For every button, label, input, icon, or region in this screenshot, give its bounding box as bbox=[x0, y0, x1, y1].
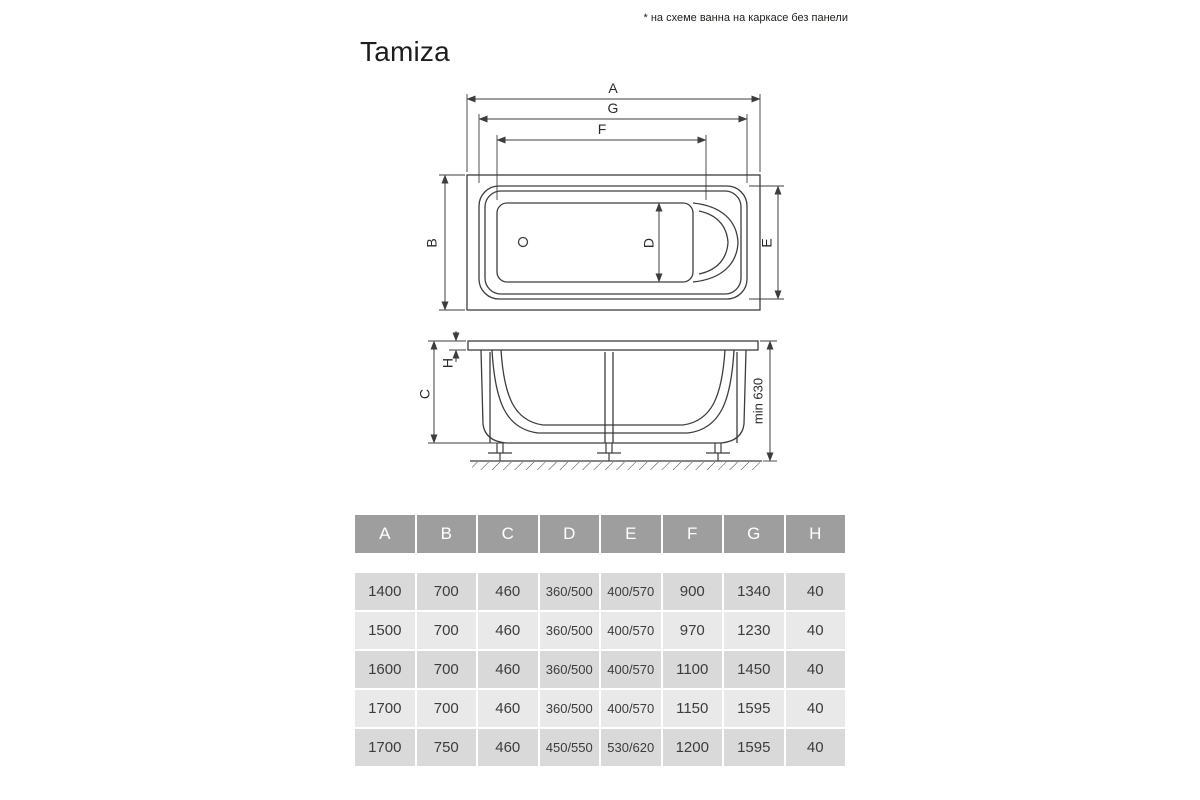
table-cell: 460 bbox=[478, 690, 538, 727]
table-cell: 700 bbox=[416, 651, 476, 688]
table-header-cell: C bbox=[478, 515, 538, 553]
table-header-cell: A bbox=[355, 515, 415, 553]
table-cell: 400/570 bbox=[601, 690, 661, 727]
table-header-cell: D bbox=[539, 515, 599, 553]
table-cell: 450/550 bbox=[539, 729, 599, 766]
table-header-cell: B bbox=[416, 515, 476, 553]
table-cell: 40 bbox=[785, 729, 845, 766]
dim-label-min-height: min 630 bbox=[750, 378, 765, 424]
table-header-cell: F bbox=[662, 515, 722, 553]
table-cell: 400/570 bbox=[601, 651, 661, 688]
side-view-labels: H C min 630 bbox=[417, 358, 766, 424]
rim-profile bbox=[467, 340, 759, 351]
table-cell: 1700 bbox=[355, 729, 415, 766]
drain-hole bbox=[517, 236, 529, 248]
dim-label-e: E bbox=[759, 238, 775, 247]
footnote: * на схеме ванна на каркасе без панели bbox=[643, 12, 848, 24]
dim-label-h: H bbox=[440, 358, 456, 368]
table-cell: 1400 bbox=[355, 573, 415, 610]
table-cell: 1340 bbox=[724, 573, 784, 610]
table-cell: 1450 bbox=[724, 651, 784, 688]
dim-label-g: G bbox=[608, 100, 619, 116]
table-cell: 700 bbox=[416, 690, 476, 727]
table-cell: 360/500 bbox=[539, 573, 599, 610]
bath-edge-inner bbox=[484, 190, 742, 295]
side-view-dimensions bbox=[428, 331, 777, 462]
dim-label-b: B bbox=[424, 238, 440, 247]
table-cell: 460 bbox=[478, 729, 538, 766]
table-cell: 360/500 bbox=[539, 612, 599, 649]
ground bbox=[470, 460, 762, 470]
dim-label-d: D bbox=[641, 238, 657, 248]
table-cell: 1595 bbox=[724, 729, 784, 766]
bath-edge-outline bbox=[478, 185, 748, 300]
table-cell: 400/570 bbox=[601, 612, 661, 649]
dim-label-c: C bbox=[417, 389, 433, 399]
table-header-cell: H bbox=[785, 515, 845, 553]
table-cell: 460 bbox=[478, 651, 538, 688]
bath-rim-outline bbox=[466, 174, 761, 311]
table-cell: 700 bbox=[416, 573, 476, 610]
frame-legs bbox=[488, 443, 730, 461]
table-cell: 460 bbox=[478, 573, 538, 610]
table-cell: 1200 bbox=[662, 729, 722, 766]
table-cell: 530/620 bbox=[601, 729, 661, 766]
table-cell: 40 bbox=[785, 573, 845, 610]
table-cell: 360/500 bbox=[539, 690, 599, 727]
bath-floor-outline bbox=[496, 202, 694, 283]
backrest-slope-inner bbox=[698, 210, 729, 275]
backrest-slope-outer bbox=[692, 202, 739, 283]
table-cell: 360/500 bbox=[539, 651, 599, 688]
table-cell: 400/570 bbox=[601, 573, 661, 610]
table-cell: 40 bbox=[785, 612, 845, 649]
dim-label-f: F bbox=[598, 121, 607, 137]
table-header-cell: G bbox=[724, 515, 784, 553]
top-view-dimensions bbox=[439, 94, 784, 311]
table-cell: 460 bbox=[478, 612, 538, 649]
table-cell: 1230 bbox=[724, 612, 784, 649]
table-cell: 1150 bbox=[662, 690, 722, 727]
page-title: Tamiza bbox=[360, 36, 450, 67]
table-header-cell: E bbox=[601, 515, 661, 553]
table-cell: 1595 bbox=[724, 690, 784, 727]
table-cell: 40 bbox=[785, 651, 845, 688]
table-cell: 750 bbox=[416, 729, 476, 766]
top-view-labels: A G F B E D bbox=[424, 80, 775, 248]
table-cell: 900 bbox=[662, 573, 722, 610]
table-cell: 970 bbox=[662, 612, 722, 649]
dim-label-a: A bbox=[608, 80, 618, 96]
technical-drawings: A G F B E D bbox=[417, 80, 784, 470]
table-cell: 1600 bbox=[355, 651, 415, 688]
table-cell: 1500 bbox=[355, 612, 415, 649]
top-view-drawing bbox=[466, 174, 761, 311]
table-cell: 1100 bbox=[662, 651, 722, 688]
side-view-drawing bbox=[467, 340, 759, 444]
table-cell: 40 bbox=[785, 690, 845, 727]
table-cell: 1700 bbox=[355, 690, 415, 727]
table-cell: 700 bbox=[416, 612, 476, 649]
